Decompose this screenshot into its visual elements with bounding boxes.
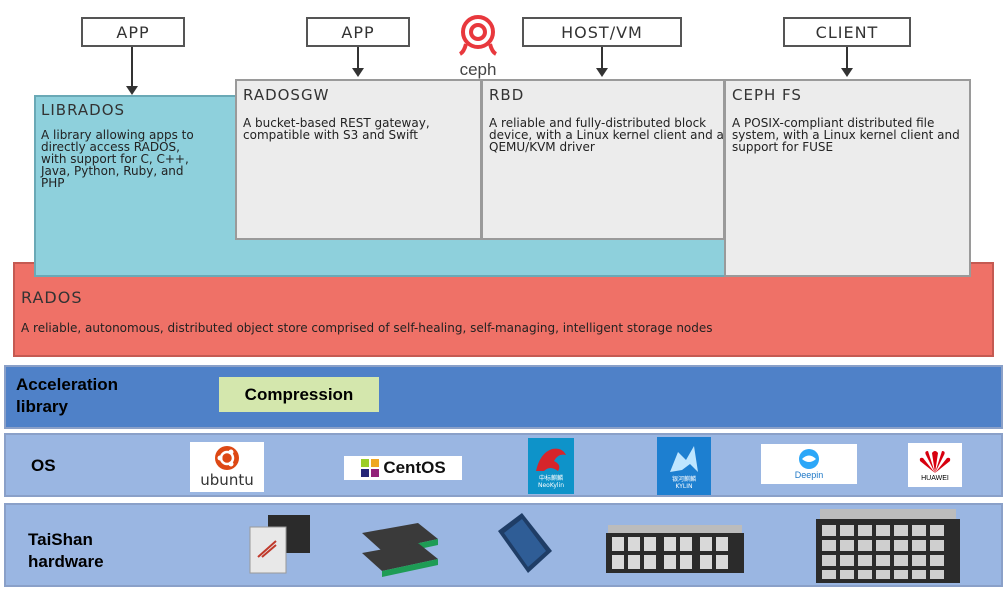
arrow-line bbox=[131, 47, 133, 87]
accelerator-card-image bbox=[362, 523, 438, 577]
rbd-panel: RBD A reliable and fully-distributed blo… bbox=[481, 79, 725, 240]
arrow-line bbox=[357, 47, 359, 68]
rbd-title: RBD bbox=[489, 86, 525, 104]
neokylin-dragon-icon bbox=[536, 448, 566, 471]
hardware-band: TaiShan hardware bbox=[4, 503, 1003, 587]
radosgw-panel: RADOSGW A bucket-based REST gateway, com… bbox=[235, 79, 482, 240]
kylin-logo: 银河麒麟 KYLIN bbox=[657, 437, 711, 495]
deepin-text: Deepin bbox=[794, 470, 824, 480]
ubuntu-icon bbox=[215, 446, 239, 470]
client-label: CLIENT bbox=[815, 22, 879, 42]
neokylin-logo: 中标麒麟 NeoKylin bbox=[528, 438, 574, 494]
deepin-logo: Deepin bbox=[761, 444, 857, 484]
cephfs-panel: CEPH FS A POSIX-compliant distributed fi… bbox=[724, 79, 971, 277]
ceph-logo: ceph bbox=[450, 14, 506, 79]
client-box: CLIENT bbox=[783, 17, 911, 47]
neokylin-cn-text: 中标麒麟 bbox=[538, 475, 563, 482]
host-vm-label: HOST/VM bbox=[561, 22, 643, 42]
librados-title: LIBRADOS bbox=[41, 101, 126, 119]
os-label: OS bbox=[31, 456, 56, 475]
arrow-head bbox=[596, 68, 608, 77]
app-box-radosgw: APP bbox=[306, 17, 410, 47]
rados-desc: A reliable, autonomous, distributed obje… bbox=[21, 321, 713, 335]
server-4u-image bbox=[816, 509, 960, 583]
storage-board-image bbox=[498, 513, 552, 573]
centos-logo: CentOS bbox=[344, 456, 462, 480]
host-vm-box: HOST/VM bbox=[522, 17, 682, 47]
rados-title: RADOS bbox=[21, 288, 83, 307]
huawei-text: HUAWEI bbox=[921, 474, 949, 482]
kylin-cn-text: 银河麒麟 bbox=[671, 476, 696, 483]
ubuntu-text: ubuntu bbox=[200, 471, 254, 489]
server-2u-image bbox=[606, 525, 744, 573]
huawei-flower-icon bbox=[919, 450, 951, 473]
cephfs-title: CEPH FS bbox=[732, 86, 802, 104]
kylin-text: KYLIN bbox=[675, 483, 693, 490]
arrow-line bbox=[846, 47, 848, 68]
cephfs-desc: A POSIX-compliant distributed file syste… bbox=[732, 116, 960, 154]
librados-desc: A library allowing apps to directly acce… bbox=[41, 128, 194, 190]
neokylin-text: NeoKylin bbox=[537, 482, 565, 489]
centos-text: CentOS bbox=[383, 458, 446, 477]
radosgw-title: RADOSGW bbox=[243, 86, 330, 104]
arrow-line bbox=[601, 47, 603, 68]
app-label: APP bbox=[116, 22, 150, 42]
arrow-head bbox=[841, 68, 853, 77]
arrow-head bbox=[126, 86, 138, 95]
kylin-qilin-icon bbox=[670, 446, 698, 472]
huawei-logo: HUAWEI bbox=[908, 443, 962, 487]
app-label: APP bbox=[341, 22, 375, 42]
app-box-librados: APP bbox=[81, 17, 185, 47]
deepin-icon bbox=[799, 449, 819, 469]
arrow-head bbox=[352, 68, 364, 77]
acceleration-band: Acceleration library Compression bbox=[4, 365, 1003, 429]
centos-icon bbox=[361, 459, 380, 477]
rbd-desc: A reliable and fully-distributed block d… bbox=[489, 116, 724, 154]
kunpeng-chip-image bbox=[249, 515, 310, 574]
acceleration-label: Acceleration library bbox=[16, 375, 119, 416]
os-band: OS ubuntu CentOS 中标麒麟 NeoKylin 银河麒麟 KYLI… bbox=[4, 433, 1003, 497]
ubuntu-logo: ubuntu bbox=[190, 442, 264, 492]
compression-box: Compression bbox=[219, 377, 379, 412]
ceph-octopus-icon bbox=[458, 15, 498, 56]
hardware-label: TaiShan hardware bbox=[28, 530, 104, 571]
radosgw-desc: A bucket-based REST gateway, compatible … bbox=[243, 116, 430, 142]
ceph-logo-text: ceph bbox=[459, 60, 497, 79]
